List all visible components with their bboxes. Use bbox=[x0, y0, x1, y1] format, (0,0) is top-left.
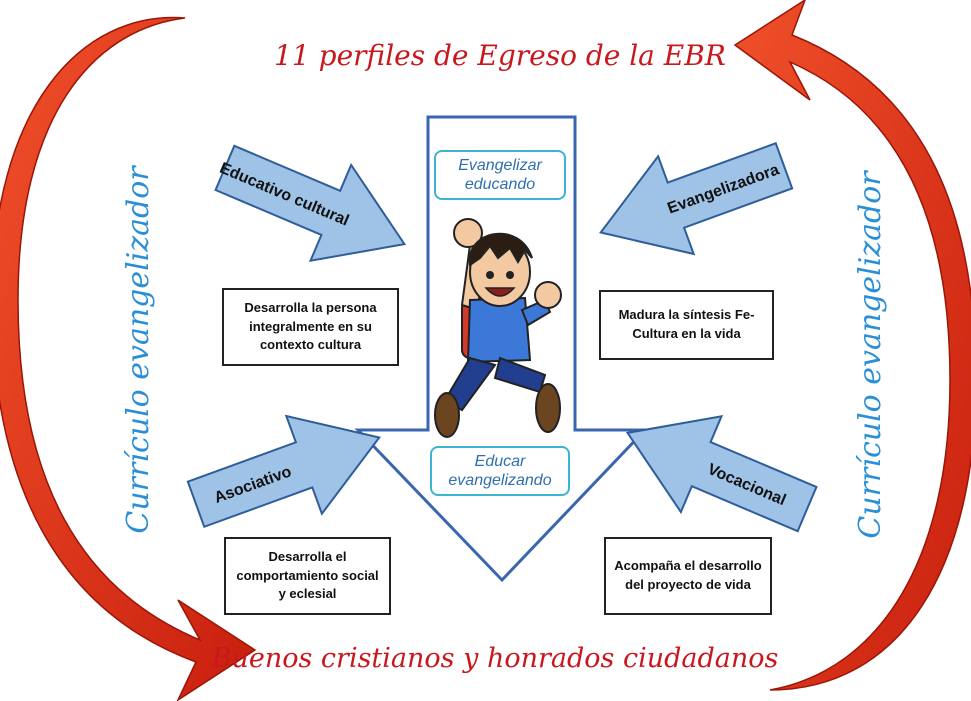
description-box-top-left: Desarrolla la persona integralmente en s… bbox=[222, 288, 399, 366]
description-text-top-right: Madura la síntesis Fe-Cultura en la vida bbox=[618, 307, 755, 341]
educar-evangelizando-box: Educar evangelizando bbox=[430, 446, 570, 496]
arrow-asociativo: Asociativo bbox=[186, 414, 381, 529]
description-box-top-right: Madura la síntesis Fe-Cultura en la vida bbox=[599, 290, 774, 360]
right-cycle-arrow bbox=[733, 0, 971, 691]
description-text-bottom-left: Desarrolla el comportamiento social y ec… bbox=[236, 548, 379, 602]
description-text-bottom-right: Acompaña el desarrollo del proyecto de v… bbox=[614, 558, 762, 592]
evangelizar-educando-box: Evangelizar educando bbox=[434, 150, 566, 200]
description-text-top-left: Desarrolla la persona integralmente en s… bbox=[244, 299, 377, 353]
description-box-bottom-left: Desarrolla el comportamiento social y ec… bbox=[224, 537, 391, 615]
cartoon-boy-illustration bbox=[434, 218, 562, 438]
educar-evangelizando-text: Educar evangelizando bbox=[448, 452, 552, 489]
description-box-bottom-right: Acompaña el desarrollo del proyecto de v… bbox=[604, 537, 772, 615]
arrow-educativo-cultural: Educativo cultural bbox=[214, 144, 407, 263]
header-title: 11 perfiles de Egreso de la EBR bbox=[274, 39, 726, 72]
evangelizar-educando-text: Evangelizar educando bbox=[458, 156, 542, 193]
footer-title: Buenos cristianos y honrados ciudadanos bbox=[211, 643, 779, 674]
right-side-label: Currículo evangelizador bbox=[853, 170, 888, 539]
left-cycle-arrow bbox=[0, 16, 257, 701]
arrow-evangelizadora: Evangelizadora bbox=[599, 141, 794, 256]
arrow-vocacional: Vocacional bbox=[625, 414, 818, 533]
left-side-label: Currículo evangelizador bbox=[121, 165, 156, 534]
